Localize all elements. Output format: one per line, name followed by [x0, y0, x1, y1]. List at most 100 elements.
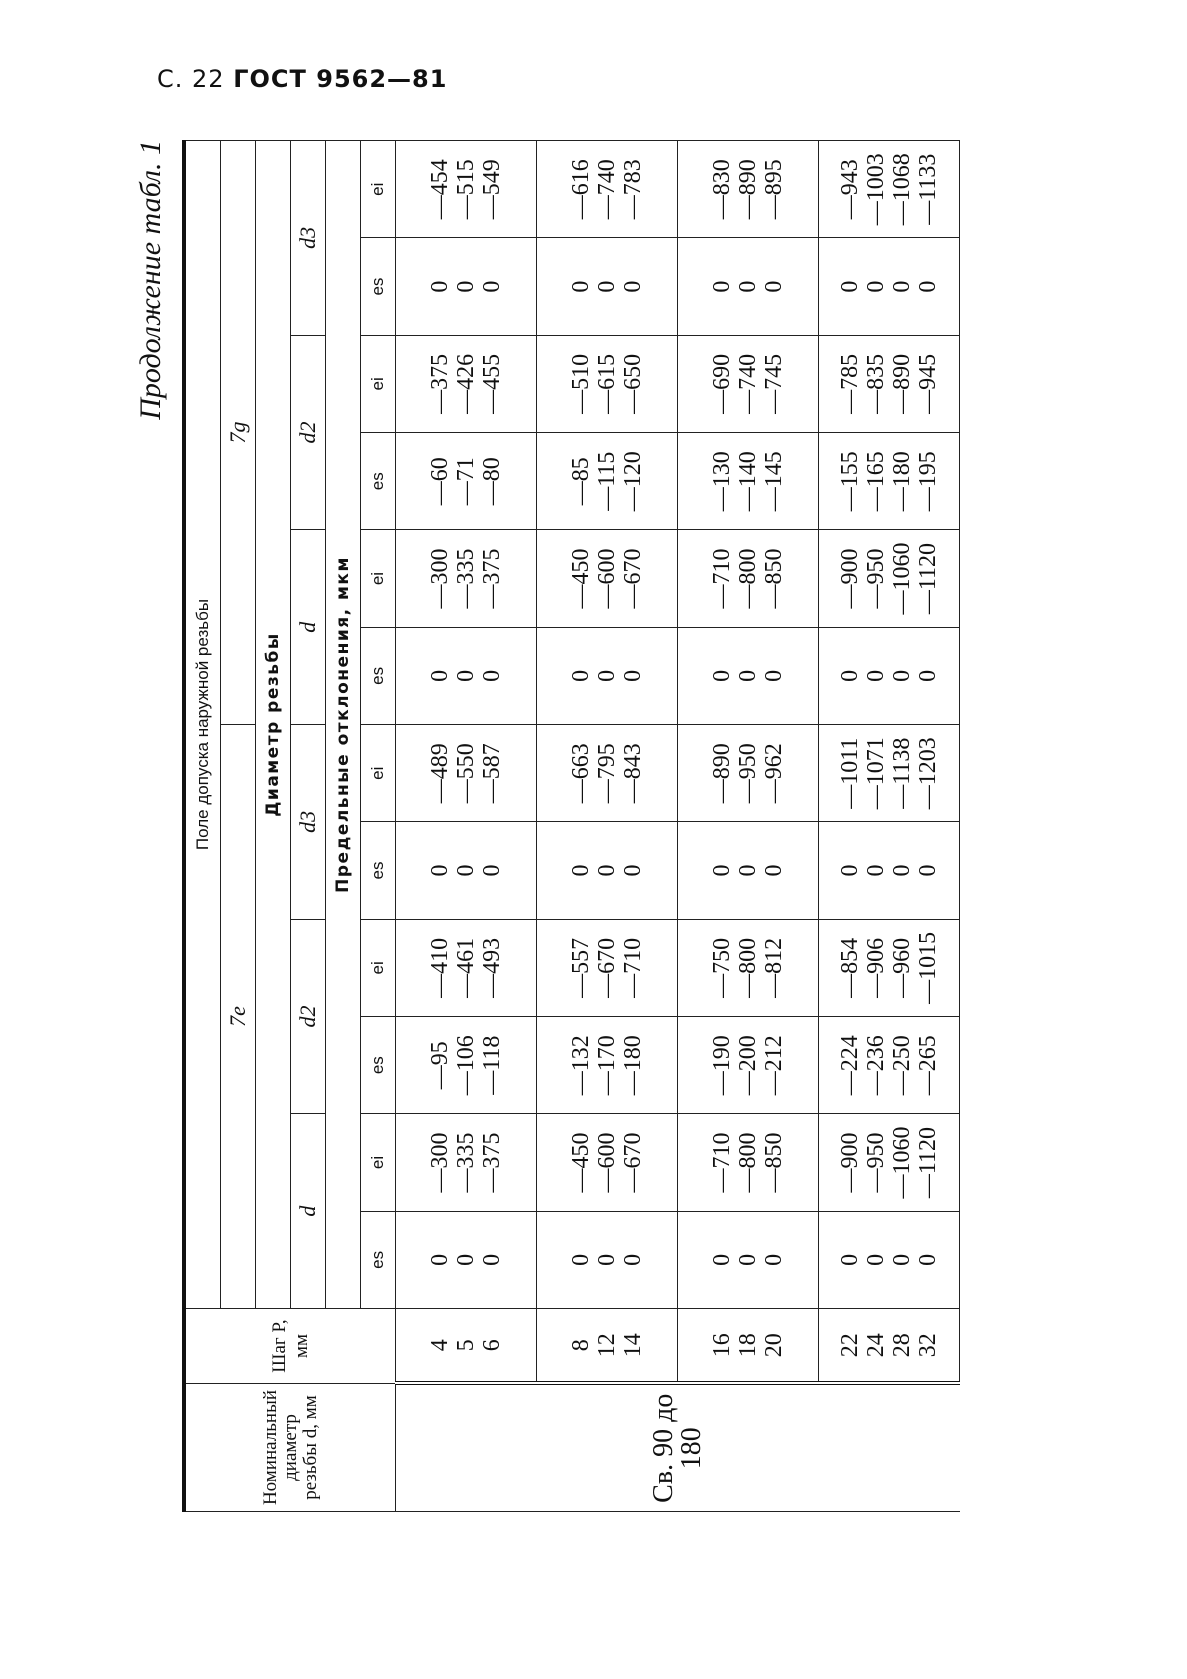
header-sub-ei: ei	[360, 724, 396, 822]
cell-value: 0	[427, 669, 453, 682]
header-deviations: Предельные отклонения, мкм	[325, 140, 361, 1309]
cell-value: 0	[427, 280, 453, 293]
cell-value: —906	[863, 937, 889, 998]
cell-value: 0	[709, 864, 735, 877]
cell-value: —118	[479, 1035, 505, 1095]
cell-value: —745	[761, 353, 787, 414]
cell-value: —943	[837, 159, 863, 220]
cell-value: 0	[761, 864, 787, 877]
cell-value: —1133	[915, 153, 941, 225]
cell-value: —663	[568, 743, 594, 804]
cell-e7-d3-ei: —890—950—962	[677, 724, 819, 822]
cell-value: —670	[620, 548, 646, 609]
cell-value: —71	[453, 457, 479, 506]
tolerance-table: Номинальный диаметр резьбы d, мм Шаг P, …	[182, 140, 960, 1512]
cell-value: —850	[761, 548, 787, 609]
cell-value: 0	[453, 280, 479, 293]
cell-value: 0	[453, 669, 479, 682]
rotated-table-container: Продолжение табл. 1 Номинальный диаметр …	[134, 140, 1050, 1512]
cell-value: 0	[761, 669, 787, 682]
cell-value: 16	[709, 1333, 735, 1358]
cell-value: —850	[761, 1132, 787, 1193]
cell-value: 0	[453, 1253, 479, 1266]
cell-value: 0	[479, 669, 505, 682]
cell-value: —854	[837, 937, 863, 998]
cell-value: —236	[863, 1035, 889, 1096]
cell-value: —650	[620, 353, 646, 414]
nominal-range: Св. 90 до 180	[395, 1383, 960, 1512]
cell-value: 0	[915, 1253, 941, 1266]
cell-value: —200	[735, 1035, 761, 1096]
cell-value: —900	[837, 548, 863, 609]
cell-value: —1060	[889, 1126, 915, 1199]
cell-value: 0	[620, 280, 646, 293]
cell-value: —493	[479, 937, 505, 998]
cell-value: —375	[479, 1132, 505, 1193]
cell-e7-d-ei: —710—800—850	[677, 1113, 819, 1212]
cell-value: —795	[594, 743, 620, 804]
cell-e7-d2-es: —224—236—250—265	[818, 1016, 960, 1114]
cell-value: 0	[915, 669, 941, 682]
cell-g7-d2-ei: —785—835—890—945	[818, 335, 960, 433]
cell-g7-d2-es: —60—71—80	[395, 432, 537, 530]
cell-value: —587	[479, 743, 505, 804]
page-number: С. 22	[157, 65, 225, 93]
cell-value: 0	[568, 669, 594, 682]
cell-value: —785	[837, 353, 863, 414]
cell-value: —212	[761, 1035, 787, 1096]
cell-value: 0	[761, 1253, 787, 1266]
cell-value: —670	[620, 1132, 646, 1193]
cell-value: —120	[620, 451, 646, 512]
cell-g7-d-ei: —450—600—670	[536, 529, 678, 628]
cell-value: —740	[735, 353, 761, 414]
header-sub-es: es	[360, 432, 396, 530]
header-nominal-diameter: Номинальный диаметр резьбы d, мм	[184, 1383, 396, 1512]
cell-value: —375	[427, 353, 453, 414]
cell-value: —830	[709, 159, 735, 220]
cell-value: —1068	[889, 153, 915, 226]
cell-value: —950	[735, 743, 761, 804]
cell-g7-d2-ei: —375—426—455	[395, 335, 537, 433]
cell-value: —890	[709, 743, 735, 804]
cell-value: —300	[427, 548, 453, 609]
cell-value: 0	[709, 1253, 735, 1266]
cell-value: —616	[568, 159, 594, 220]
cell-value: —1015	[915, 931, 941, 1004]
cell-value: 0	[427, 1253, 453, 1266]
cell-e7-d2-ei: —854—906—960—1015	[818, 919, 960, 1017]
cell-g7-d2-es: —130—140—145	[677, 432, 819, 530]
cell-value: 0	[594, 864, 620, 877]
cell-value: 0	[863, 1253, 889, 1266]
cell-value: —1071	[863, 737, 889, 810]
cell-value: —80	[479, 457, 505, 506]
cell-value: 0	[837, 669, 863, 682]
cell-value: 0	[735, 864, 761, 877]
cell-value: —900	[837, 1132, 863, 1193]
cell-value: 20	[761, 1333, 787, 1358]
cell-value: —1003	[863, 153, 889, 226]
cell-value: 32	[915, 1333, 941, 1358]
header-diameter-0: d	[290, 1113, 326, 1309]
cell-e7-d-ei: —450—600—670	[536, 1113, 678, 1212]
cell-value: —140	[735, 451, 761, 512]
header-diameter-4: d2	[290, 335, 326, 530]
cell-value: 5	[453, 1339, 479, 1352]
cell-value: 0	[889, 864, 915, 877]
cell-value: 22	[837, 1333, 863, 1358]
cell-value: —1138	[889, 737, 915, 809]
cell-e7-d2-es: —95—106—118	[395, 1016, 537, 1114]
cell-value: 0	[568, 864, 594, 877]
cell-value: —455	[479, 353, 505, 414]
header-diameter-2: d3	[290, 724, 326, 920]
cell-value: —375	[479, 548, 505, 609]
cell-value: —265	[915, 1035, 941, 1096]
